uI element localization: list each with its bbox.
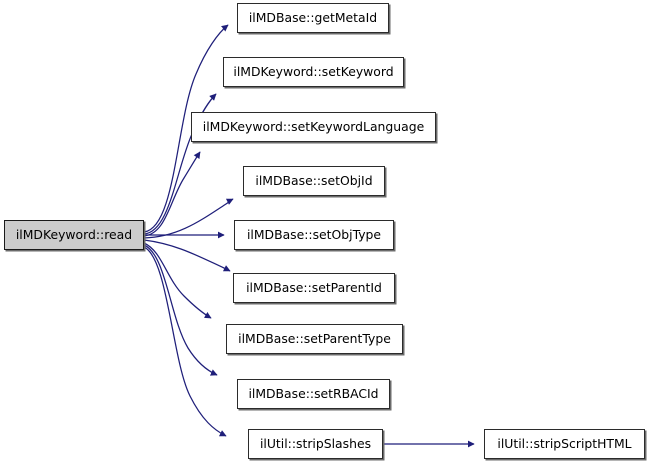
- graph-node-root[interactable]: ilMDKeyword::read: [4, 220, 144, 250]
- graph-node-label: ilMDKeyword::read: [15, 226, 133, 242]
- graph-node-setObjType[interactable]: ilMDBase::setObjType: [234, 220, 394, 250]
- call-edge-root-to-setKeyword: [143, 93, 217, 235]
- graph-node-getMetaId[interactable]: ilMDBase::getMetaId: [237, 3, 389, 33]
- graph-node-setParentType[interactable]: ilMDBase::setParentType: [226, 324, 403, 354]
- graph-node-label: ilMDBase::setRBACId: [248, 385, 379, 401]
- graph-node-stripScriptHTML[interactable]: ilUtil::stripScriptHTML: [484, 429, 645, 459]
- call-edge-root-to-stripSlashes: [143, 246, 227, 437]
- graph-node-stripSlashes[interactable]: ilUtil::stripSlashes: [248, 429, 383, 459]
- edge-layer: [143, 24, 475, 448]
- call-edge-root-to-setObjId: [143, 198, 234, 239]
- graph-node-setObjId[interactable]: ilMDBase::setObjId: [243, 166, 385, 196]
- graph-node-label: ilMDBase::getMetaId: [248, 9, 378, 25]
- graph-node-label: ilMDBase::setParentId: [246, 279, 382, 295]
- call-edge-root-to-setParentType: [143, 242, 212, 319]
- call-edge-root-to-setKeywordLanguage: [143, 151, 201, 237]
- graph-node-label: ilUtil::stripSlashes: [259, 435, 372, 451]
- graph-node-label: ilMDKeyword::setKeywordLanguage: [202, 118, 425, 134]
- call-edge-root-to-setRBACId: [143, 244, 218, 376]
- graph-node-label: ilMDKeyword::setKeyword: [233, 63, 394, 79]
- graph-node-setKeyword[interactable]: ilMDKeyword::setKeyword: [223, 57, 404, 87]
- graph-node-label: ilMDBase::setObjId: [255, 172, 373, 188]
- graph-node-setRBACId[interactable]: ilMDBase::setRBACId: [237, 379, 390, 409]
- graph-node-label: ilMDBase::setParentType: [238, 330, 391, 346]
- graph-node-label: ilUtil::stripScriptHTML: [497, 435, 632, 451]
- call-edge-root-to-setParentId: [143, 239, 231, 272]
- graph-node-label: ilMDBase::setObjType: [246, 226, 382, 242]
- graph-node-setKeywordLanguage[interactable]: ilMDKeyword::setKeywordLanguage: [191, 112, 436, 142]
- call-edge-root-to-getMetaId: [143, 24, 229, 233]
- graph-node-setParentId[interactable]: ilMDBase::setParentId: [233, 273, 395, 303]
